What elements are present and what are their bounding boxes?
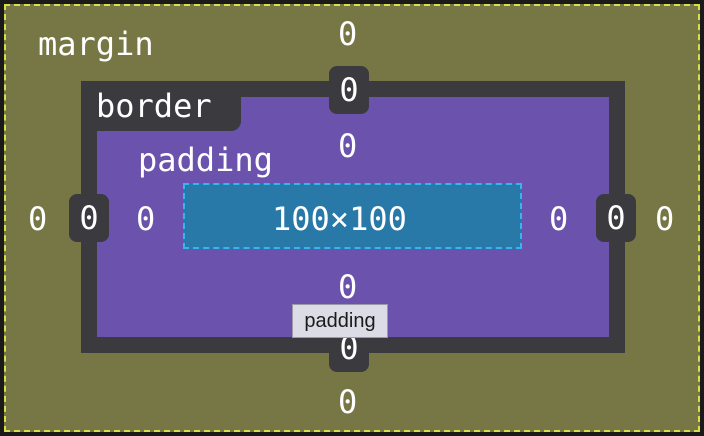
content-size-value[interactable]: 100×100 [272, 200, 407, 238]
margin-label: margin [38, 25, 154, 63]
padding-left-value[interactable]: 0 [136, 200, 156, 238]
margin-left-value[interactable]: 0 [28, 200, 48, 238]
border-label-tab [81, 81, 241, 131]
margin-right-value[interactable]: 0 [655, 200, 675, 238]
content-box[interactable] [183, 183, 522, 249]
padding-right-value[interactable]: 0 [549, 200, 569, 238]
margin-top-value[interactable]: 0 [338, 15, 358, 53]
padding-label: padding [138, 141, 273, 179]
padding-bottom-value[interactable]: 0 [338, 268, 358, 306]
border-label: border [96, 87, 212, 125]
padding-top-value[interactable]: 0 [338, 127, 358, 165]
border-left-value[interactable]: 0 [69, 194, 109, 242]
border-right-value[interactable]: 0 [596, 194, 636, 242]
border-top-value[interactable]: 0 [329, 66, 369, 114]
margin-bottom-value[interactable]: 0 [338, 383, 358, 421]
padding-tooltip: padding [292, 304, 388, 338]
